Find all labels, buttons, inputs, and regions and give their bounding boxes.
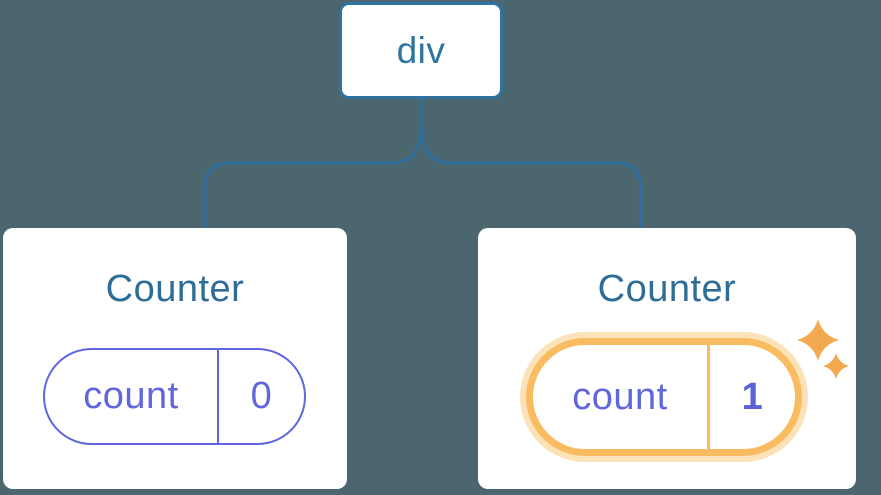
state-value: 1: [741, 375, 764, 418]
state-pill: count 0: [43, 348, 306, 445]
counter-card-right: Counter count 1: [478, 228, 856, 489]
counter-card-left: Counter count 0: [3, 228, 347, 489]
state-key-label: count: [533, 345, 710, 449]
sparkle-large: [797, 319, 839, 361]
state-value: 0: [250, 375, 273, 417]
sparkles-icon: [797, 319, 849, 379]
tree-branch-right: [419, 100, 643, 229]
card-title: Counter: [597, 268, 737, 310]
card-title: Counter: [105, 268, 245, 310]
state-key-label: count: [45, 350, 219, 443]
tree-branch-left: [203, 100, 423, 229]
sparkle-small: [823, 353, 849, 379]
state-pill-highlighted: count 1: [526, 338, 802, 456]
root-node-label: div: [396, 29, 446, 71]
root-node: div: [339, 2, 503, 99]
